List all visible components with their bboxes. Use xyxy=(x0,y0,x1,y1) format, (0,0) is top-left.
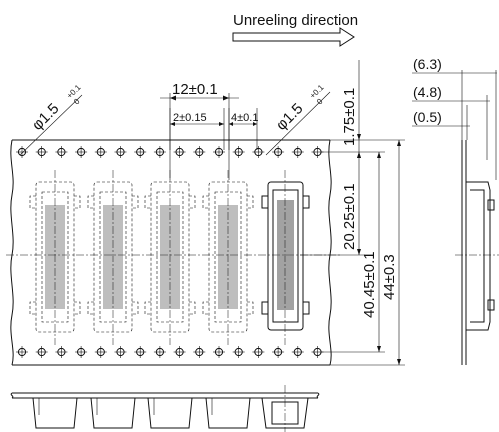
sprocket-hole xyxy=(114,346,127,358)
pocket-profile xyxy=(147,397,193,429)
pocket-pitch-dimension: 12±0.1 xyxy=(160,81,239,180)
sprocket-hole xyxy=(55,146,68,158)
sprocket-hole xyxy=(252,146,265,158)
sprocket-hole xyxy=(35,146,48,158)
sprocket-hole xyxy=(193,346,206,358)
hole-to-pocket-label: 20.25±0.1 xyxy=(341,183,358,250)
unreeling-arrow-icon xyxy=(232,27,355,47)
hole-offset-dimension: 4±0.1 xyxy=(228,108,258,150)
hole-tol-minus: 0 xyxy=(72,97,82,107)
connector-component xyxy=(261,170,310,345)
sprocket-hole xyxy=(35,346,48,358)
sprocket-hole xyxy=(291,346,304,358)
sprocket-hole xyxy=(134,146,147,158)
sprocket-hole xyxy=(173,146,186,158)
svg-text:φ1.5: φ1.5 xyxy=(273,100,307,134)
pocket-profile xyxy=(205,397,251,429)
thickness-total-label: (6.3) xyxy=(413,56,442,72)
hole-pitch-label: 2±0.15 xyxy=(173,112,207,124)
edge-to-hole-label: 1.75±0.1 xyxy=(341,88,358,146)
sprocket-hole xyxy=(252,346,265,358)
pocket-pitch-label: 12±0.1 xyxy=(172,81,218,98)
thickness-pocket-label: (4.8) xyxy=(413,84,442,100)
hole-diameter-right: φ1.5 +0.1 0 xyxy=(265,82,331,156)
sprocket-hole xyxy=(94,146,107,158)
pocket-profile xyxy=(32,397,78,429)
tape-side-view: (6.3) (4.8) (0.5) xyxy=(412,56,499,365)
tape-top-view xyxy=(6,139,340,366)
sprocket-holes-bottom xyxy=(16,346,324,358)
sprocket-hole xyxy=(16,146,28,158)
sprocket-hole xyxy=(213,146,225,158)
hole-to-hole-label: 40.45±0.1 xyxy=(361,251,378,318)
sprocket-hole xyxy=(75,346,88,358)
sprocket-holes-top xyxy=(16,146,324,158)
pockets xyxy=(29,170,254,345)
bottom-pockets xyxy=(32,397,251,429)
sprocket-hole xyxy=(232,346,245,358)
pocket-profile xyxy=(90,397,136,429)
hole-pitch-dimension: 2±0.15 xyxy=(169,108,225,150)
sprocket-hole xyxy=(291,146,304,158)
tape-width-label: 44±0.3 xyxy=(381,254,398,300)
sprocket-hole xyxy=(134,346,147,358)
pocket xyxy=(29,170,81,345)
pocket xyxy=(87,170,139,345)
vertical-dimensions: 1.75±0.1 20.25±0.1 40.45±0.1 44±0.3 xyxy=(300,60,405,366)
sprocket-hole xyxy=(153,146,166,158)
tape-bottom-view xyxy=(10,385,320,432)
sprocket-hole xyxy=(153,346,166,358)
sprocket-hole xyxy=(232,146,245,158)
hole-diameter-left: φ1.5 +0.1 0 xyxy=(19,82,83,156)
thickness-tape-label: (0.5) xyxy=(413,109,442,125)
hole-offset-label: 4±0.1 xyxy=(231,112,258,124)
sprocket-hole xyxy=(173,346,186,358)
sprocket-hole xyxy=(55,346,68,358)
sprocket-hole xyxy=(213,346,225,358)
hole-tol-minus: 0 xyxy=(315,97,325,107)
sprocket-hole xyxy=(272,146,285,158)
sprocket-hole xyxy=(114,146,127,158)
unreeling-direction-label: Unreeling direction xyxy=(233,12,358,29)
pocket xyxy=(202,170,254,345)
sprocket-hole xyxy=(94,346,107,358)
svg-text:φ1.5: φ1.5 xyxy=(29,100,63,134)
sprocket-hole xyxy=(16,346,28,358)
sprocket-hole xyxy=(272,346,285,358)
sprocket-hole xyxy=(193,146,206,158)
pocket xyxy=(144,170,196,345)
sprocket-hole xyxy=(75,146,88,158)
